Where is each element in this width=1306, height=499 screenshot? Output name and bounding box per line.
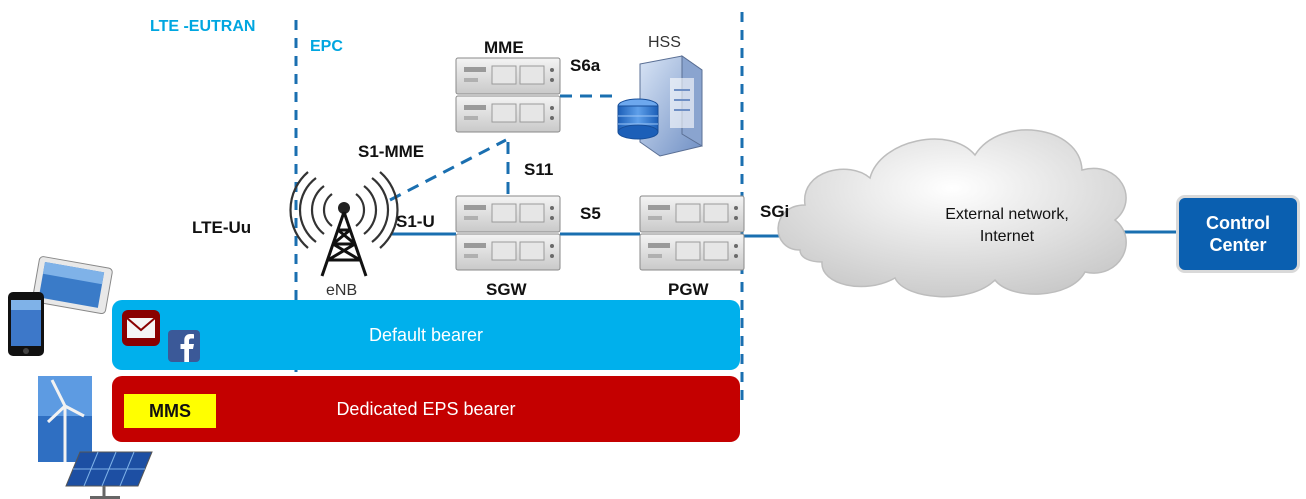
sgi-label: SGi xyxy=(760,202,790,221)
dedicated-bearer-label: Dedicated EPS bearer xyxy=(336,398,516,419)
facebook-icon xyxy=(168,330,200,362)
lte-uu-label: LTE-Uu xyxy=(192,218,252,237)
cloud-line-1: External network, xyxy=(945,206,1069,223)
enb-label: eNB xyxy=(326,282,358,299)
cloud-line-2: Internet xyxy=(979,227,1035,245)
tablet-icon xyxy=(32,256,113,315)
solar-panel-icon xyxy=(65,451,153,499)
sgw-label: SGW xyxy=(486,280,527,299)
s11-label: S11 xyxy=(524,160,554,179)
lte-eutran-label: LTE -EUTRAN xyxy=(150,18,256,35)
default-bearer-label: Default bearer xyxy=(368,324,484,345)
mme-label: MME xyxy=(484,38,524,57)
mms-badge: MMS xyxy=(124,394,216,428)
s6a-label: S6a xyxy=(570,56,601,75)
sgw-server-icon xyxy=(455,195,561,271)
control-center-line-1: Control xyxy=(1206,212,1270,233)
pgw-server-icon xyxy=(639,195,745,271)
s1-u-label: S1-U xyxy=(396,212,435,231)
dedicated-eps-bearer: Dedicated EPS bearer xyxy=(112,376,740,442)
s5-label: S5 xyxy=(580,204,601,223)
cell-tower-icon xyxy=(289,171,399,277)
pgw-label: PGW xyxy=(668,280,709,299)
cloud-icon xyxy=(777,129,1127,298)
mme-server-icon xyxy=(455,57,561,133)
s1-mme-label: S1-MME xyxy=(358,142,425,161)
hss-database-server-icon xyxy=(617,55,703,157)
control-center-box: Control Center xyxy=(1176,195,1300,273)
hss-label: HSS xyxy=(648,34,681,51)
external-network-label: External network, Internet xyxy=(914,204,1100,247)
default-bearer: Default bearer xyxy=(112,300,740,370)
mms-label: MMS xyxy=(149,400,191,421)
epc-label: EPC xyxy=(310,38,343,55)
app-icons xyxy=(122,310,200,362)
control-center-line-2: Center xyxy=(1209,235,1267,255)
s1-mme-link xyxy=(389,138,507,202)
mail-icon xyxy=(122,310,160,346)
phone-icon xyxy=(8,292,44,356)
wind-turbine-icon xyxy=(38,376,92,462)
